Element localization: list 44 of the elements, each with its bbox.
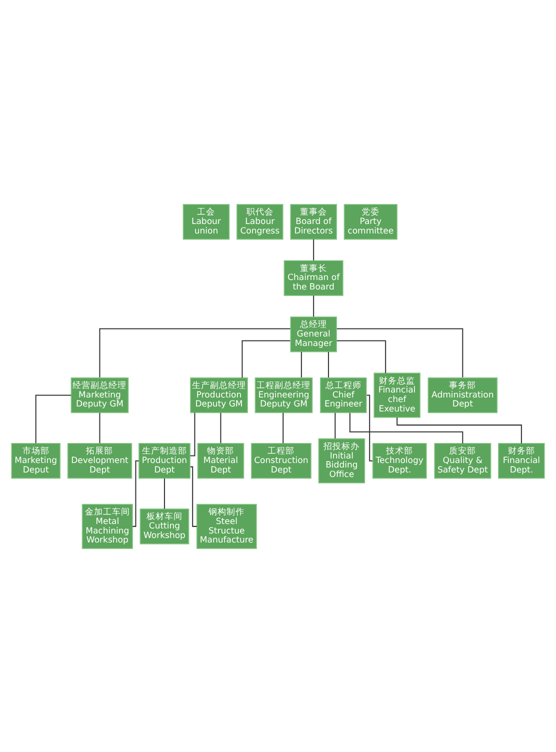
connector [35, 394, 72, 443]
connector [190, 412, 196, 456]
node-box: 职代会 Labour Congress [236, 203, 284, 240]
connector [336, 328, 464, 377]
node-box: 董事会 Board of Directors [290, 203, 337, 240]
node-box: 金加工车间 Metal Machining Workshop [82, 503, 133, 549]
connector [132, 460, 139, 526]
node-box: 工会 Labour union [182, 203, 230, 240]
connector [336, 340, 386, 373]
connector [99, 328, 290, 377]
node-box: 招投标办 Initial Bidding Office [318, 438, 366, 483]
node-box: 财务总监 Financial chef Exeutive [374, 372, 420, 418]
node-box: 钢构制作 Steel Structue Manufacture [196, 503, 257, 549]
connector [99, 412, 100, 443]
connector [190, 466, 197, 526]
node-box: 财务部 Financial Dept. [498, 442, 545, 478]
node-box: 党委 Party committee [344, 203, 398, 240]
node-box: 总工程师 Chief Engineer [320, 376, 367, 413]
connector [349, 412, 464, 443]
connector [313, 295, 314, 316]
node-box: 市场部 Marketing Deput [11, 442, 61, 478]
node-box: 生产副总经理 Production Deputy GM [190, 376, 248, 413]
connector [220, 412, 222, 443]
connector [334, 412, 336, 438]
connector [313, 238, 314, 260]
node-box: 质安部 Quality & Safety Dept [434, 442, 492, 478]
node-box: 工程副总经理 Engineering Deputy GM [254, 376, 313, 413]
node-box: 经营副总经理 Marketing Deputy GM [70, 376, 129, 413]
node-box: 总经理 General Manager [290, 316, 337, 352]
node-box: 物资部 Material Dept [197, 442, 244, 478]
node-box: 拓展部 Development Dept [67, 442, 132, 478]
connector [242, 340, 290, 378]
node-box: 生产制造部 Production Dept [138, 442, 190, 478]
node-box: 事务部 Administration Dept [428, 376, 498, 413]
connector [282, 412, 284, 443]
connector [396, 417, 522, 443]
node-box: 董事长 Chairman of the Board [284, 260, 344, 296]
node-box: 技术部 Technology Dept. [372, 442, 427, 478]
connector [164, 478, 165, 508]
node-box: 工程部 Construction Dept [250, 442, 312, 478]
connector [328, 351, 329, 377]
connector [300, 351, 302, 377]
node-box: 板材车间 Cutting Workshop [140, 508, 190, 544]
connector [366, 394, 373, 461]
